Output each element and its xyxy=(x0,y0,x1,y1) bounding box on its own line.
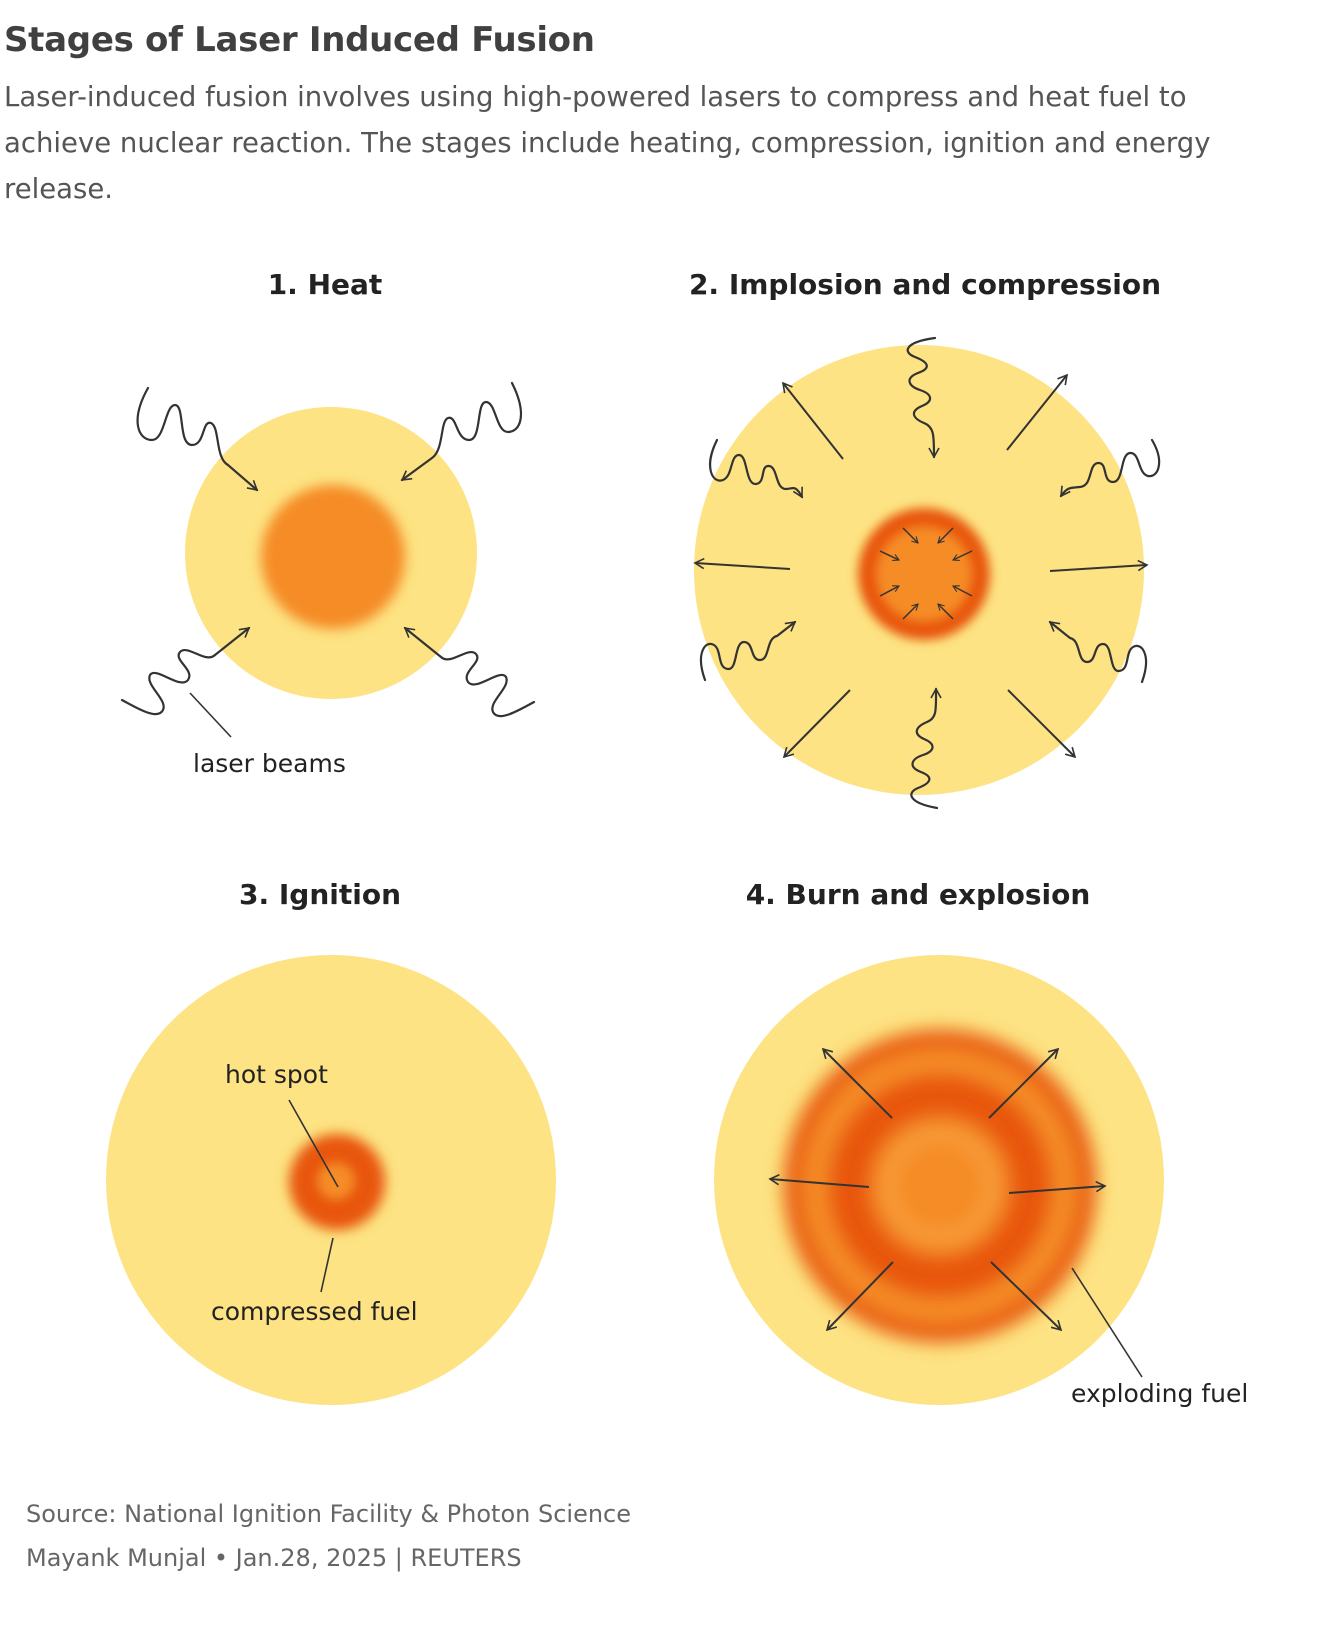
compression-arrow xyxy=(879,550,900,561)
compression-arrow xyxy=(937,603,954,620)
laser-beam-bottom-left xyxy=(120,626,251,716)
explosion-arrow-bottom-right xyxy=(990,1261,1063,1332)
page-subtitle: Laser-induced fusion involves using high… xyxy=(4,81,1211,205)
laser-beams-label: laser beams xyxy=(193,749,346,778)
compression-arrow xyxy=(952,585,973,597)
hot-spot-label: hot spot xyxy=(225,1060,328,1089)
hot-spot-core xyxy=(317,1162,355,1200)
exploding-fuel-label: exploding fuel xyxy=(1071,1379,1248,1408)
compression-arrow xyxy=(952,550,973,561)
blowoff-arrow-right xyxy=(1049,559,1149,572)
compression-arrow xyxy=(902,527,919,544)
explosion-arrow-left xyxy=(768,1174,870,1188)
stage-1-fuel-core xyxy=(261,485,405,629)
stage-4-burn: exploding fuel xyxy=(714,955,1248,1408)
compressed-fuel-label: compressed fuel xyxy=(211,1297,418,1326)
stage-3-ignition: hot spot compressed fuel xyxy=(106,955,556,1405)
blowoff-arrow-top-left xyxy=(781,381,844,460)
stage-4-title: 4. Burn and explosion xyxy=(746,878,1091,911)
compression-arrow xyxy=(902,603,919,620)
stage-1-title: 1. Heat xyxy=(268,268,383,301)
laser-beams-leader-line xyxy=(189,692,232,738)
hot-spot-leader-line xyxy=(288,1099,339,1188)
exploding-fuel-leader-line xyxy=(1071,1267,1143,1378)
laser-beam-top-right xyxy=(400,381,522,482)
laser-beam-top-left xyxy=(136,386,259,492)
explosion-arrow-right xyxy=(1008,1180,1107,1194)
laser-wave-left-upper xyxy=(709,438,804,499)
explosion-arrow-top-right xyxy=(988,1047,1060,1119)
blowoff-arrow-bottom-right xyxy=(1007,689,1077,759)
stage-2-title: 2. Implosion and compression xyxy=(689,268,1161,301)
compression-arrow xyxy=(937,527,954,544)
laser-wave-bottom xyxy=(910,687,942,810)
source-note: Source: National Ignition Facility & Pho… xyxy=(26,1500,632,1528)
page-title: Stages of Laser Induced Fusion xyxy=(4,20,595,60)
laser-wave-top xyxy=(906,336,940,459)
stage-1-heat: laser beams xyxy=(120,381,536,778)
blowoff-arrow-top-right xyxy=(1006,373,1069,451)
compression-arrow xyxy=(879,585,900,597)
laser-beam-bottom-right xyxy=(403,626,536,718)
laser-wave-right-lower xyxy=(1048,620,1148,684)
compressed-fuel-leader-line xyxy=(320,1237,334,1293)
credit-line: Mayank Munjal • Jan.28, 2025 | REUTERS xyxy=(26,1544,522,1572)
stage-2-implosion xyxy=(693,336,1161,810)
laser-wave-right-upper xyxy=(1059,438,1161,498)
explosion-arrow-top-left xyxy=(821,1047,893,1119)
explosion-rings xyxy=(784,1030,1096,1342)
stage-2-fuel-core xyxy=(876,526,972,622)
explosion-arrow-bottom-left xyxy=(825,1261,894,1332)
blowoff-arrow-bottom-left xyxy=(782,689,851,759)
stage-3-title: 3. Ignition xyxy=(239,878,401,911)
laser-wave-left-lower xyxy=(699,620,797,682)
blowoff-arrow-left xyxy=(693,557,791,570)
